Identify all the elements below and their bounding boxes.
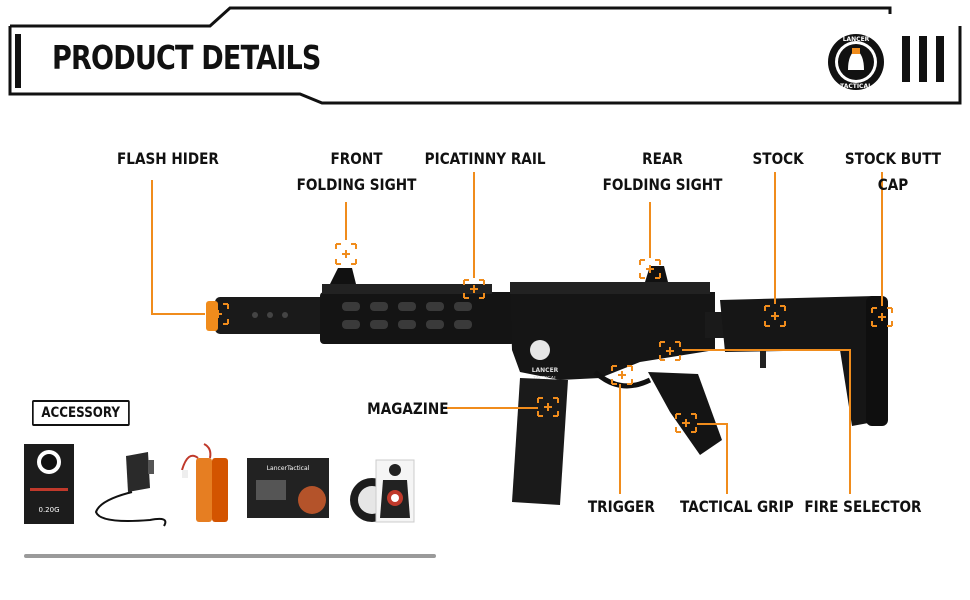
- lancer-logo-icon: LANCER TACTICAL: [828, 34, 884, 90]
- label-stock-butt-cap: STOCK BUTT CAP: [844, 149, 942, 194]
- svg-text:TACTICAL: TACTICAL: [840, 83, 872, 90]
- label-front-folding-sight: FRONT FOLDING SIGHT: [296, 149, 417, 194]
- label-magazine: MAGAZINE: [367, 399, 449, 418]
- target-icon: [375, 459, 415, 523]
- label-flash-hider: FLASH HIDER: [116, 149, 219, 168]
- label-stock: STOCK: [752, 149, 804, 168]
- label-tactical-grip: TACTICAL GRIP: [680, 497, 794, 516]
- manual-icon: LancerTactical: [247, 458, 329, 518]
- label-picatinny-rail: PICATINNY RAIL: [424, 149, 546, 168]
- svg-text:0.20G: 0.20G: [38, 506, 59, 514]
- battery-icon: [181, 443, 228, 522]
- svg-text:LancerTactical: LancerTactical: [267, 465, 310, 472]
- label-trigger: TRIGGER: [587, 497, 655, 516]
- label-rear-folding-sight: REAR FOLDING SIGHT: [602, 149, 723, 194]
- cleaning-rod: [24, 554, 436, 558]
- decorative-bars: [902, 36, 944, 82]
- header-frame: [8, 6, 962, 105]
- charger-icon: [94, 452, 167, 527]
- accessory-title: ACCESSORY: [32, 400, 130, 426]
- label-fire-selector: FIRE SELECTOR: [804, 497, 922, 516]
- svg-text:LANCER: LANCER: [532, 367, 559, 374]
- svg-text:TACTICAL: TACTICAL: [532, 376, 557, 382]
- page-title: PRODUCT DETAILS: [52, 38, 321, 77]
- svg-text:LANCER: LANCER: [843, 36, 870, 43]
- bb-bag-icon: 0.20G: [24, 444, 74, 524]
